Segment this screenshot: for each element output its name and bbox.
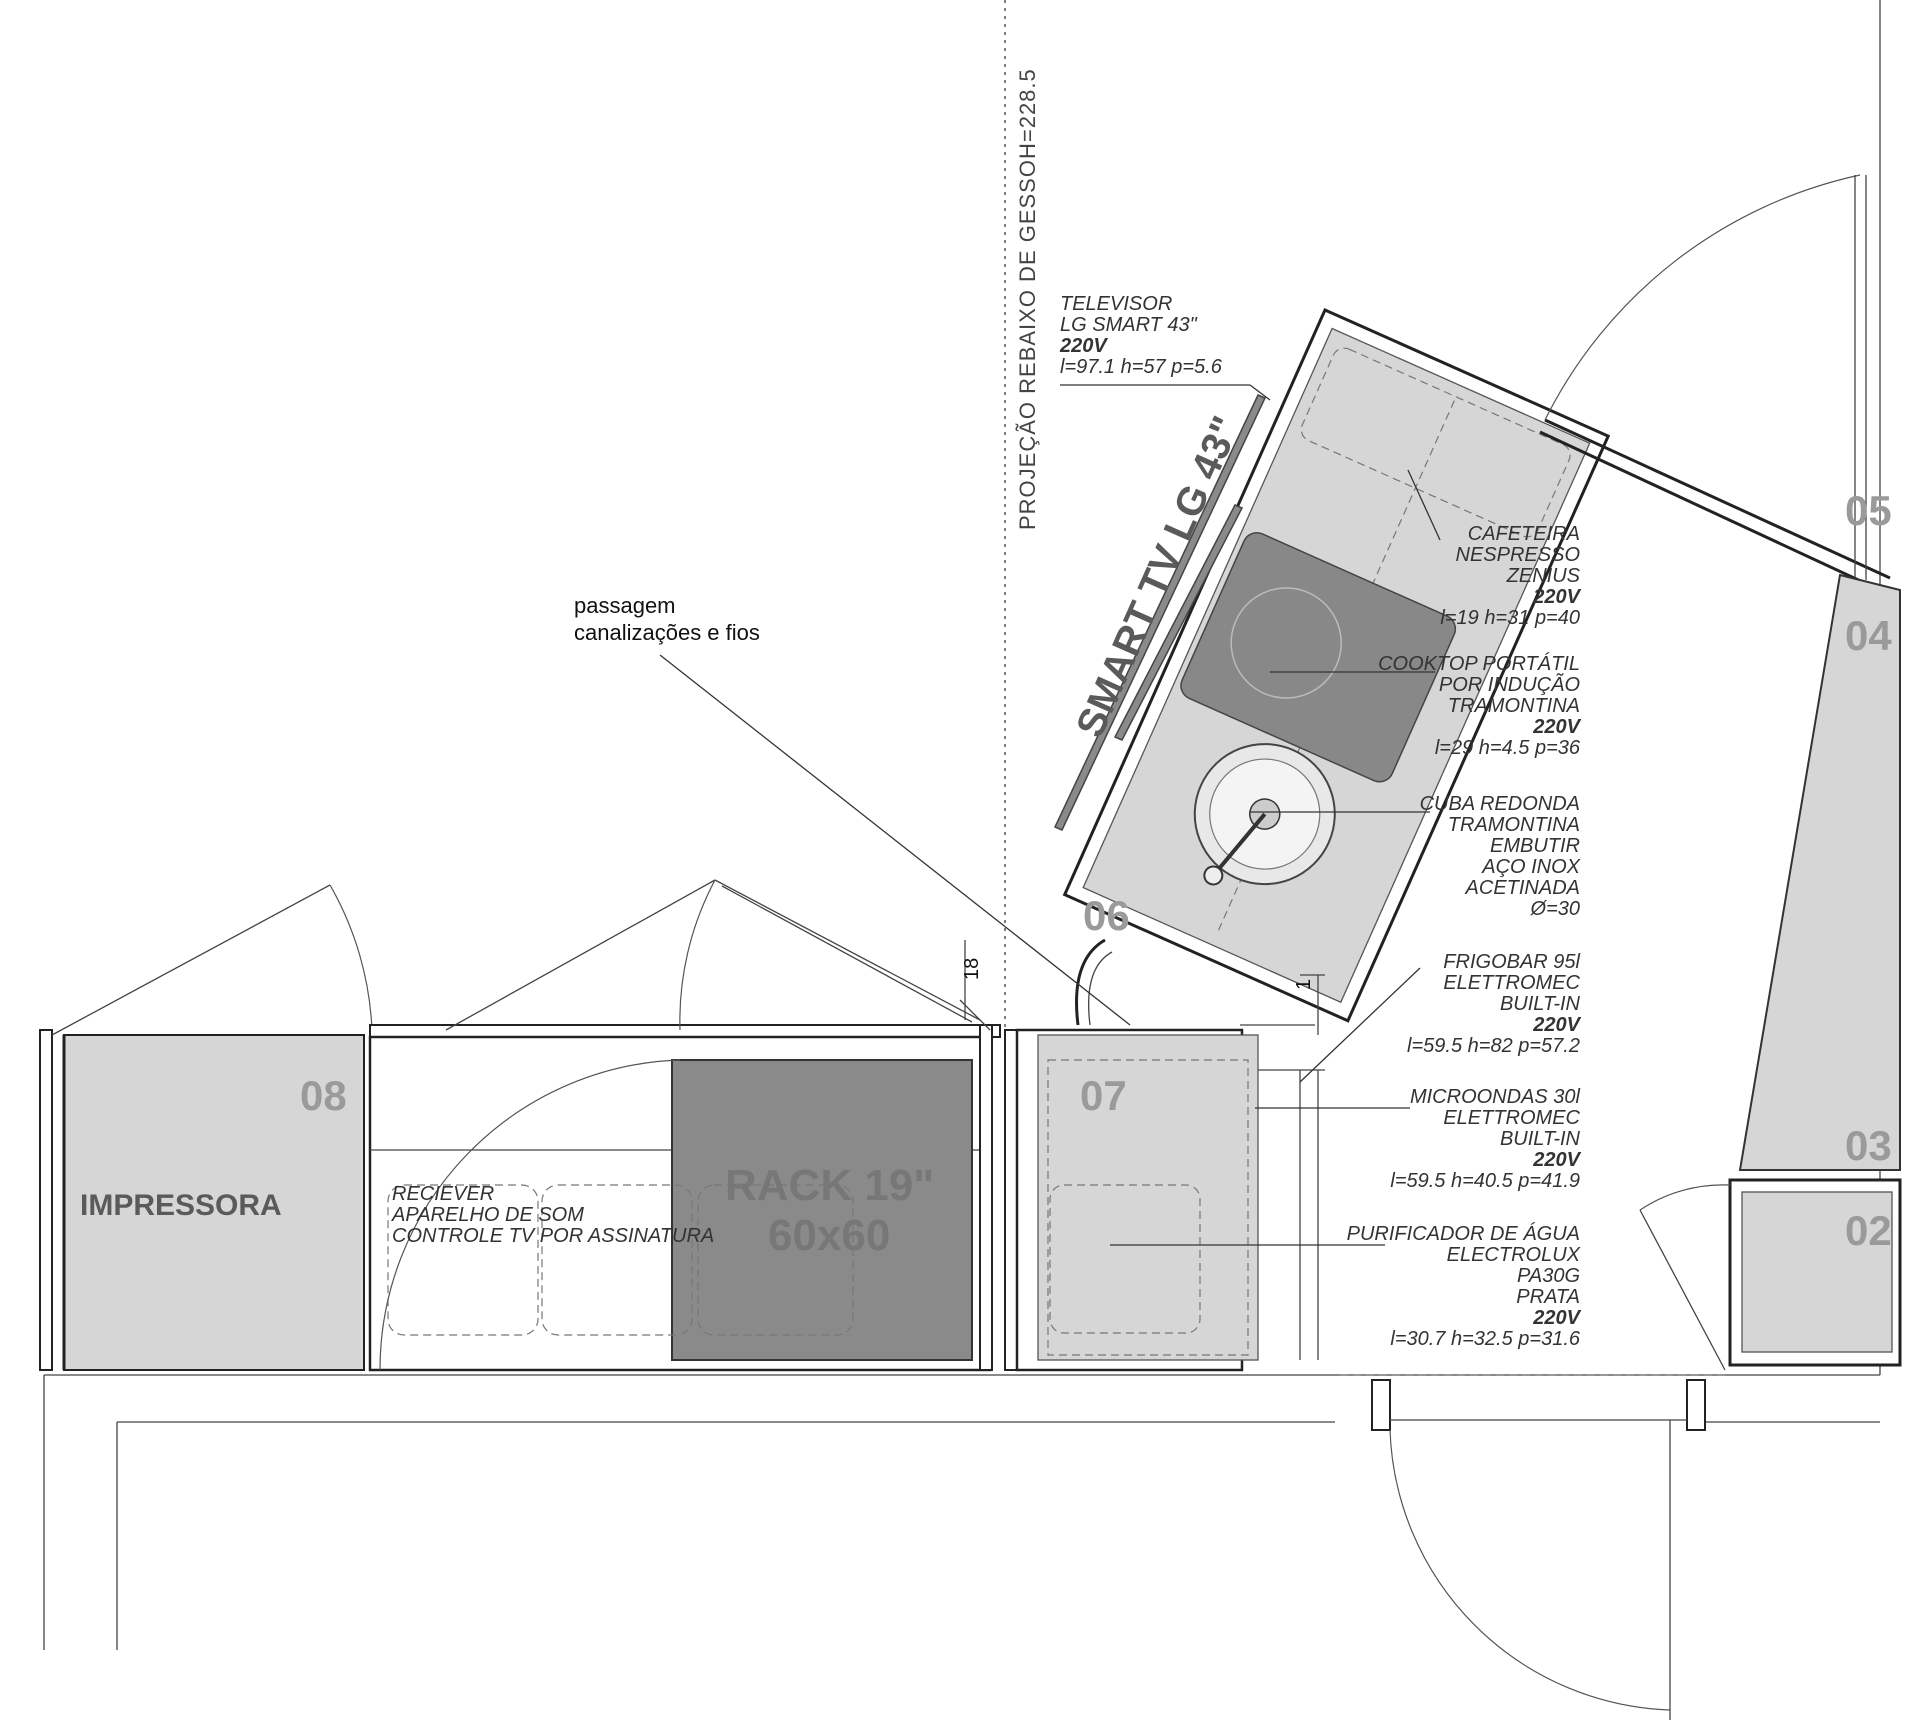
- purificador-line1: PURIFICADOR DE ÁGUA: [1347, 1222, 1580, 1245]
- cuba-line5: ACETINADA: [1465, 877, 1580, 899]
- right-cabinets: [1340, 174, 1902, 1720]
- microondas-line3: BUILT-IN: [1500, 1128, 1581, 1150]
- microondas-line2: ELETTROMEC: [1443, 1107, 1580, 1129]
- impressora-label: IMPRESSORA: [80, 1189, 282, 1222]
- purificador-line3: PA30G: [1517, 1265, 1580, 1287]
- module-08-impressora: [39, 884, 373, 1371]
- module-07-number: 07: [1080, 1072, 1127, 1119]
- cafeteira-volt: 220V: [1532, 586, 1581, 608]
- cuba-line6: Ø=30: [1530, 898, 1580, 920]
- televisor-volt: 220V: [1059, 335, 1108, 357]
- cafeteira-line3: ZENIUS: [1506, 565, 1581, 587]
- cafeteira-line1: CAFETEIRA: [1468, 523, 1580, 545]
- module-08-number: 08: [300, 1072, 347, 1119]
- microondas-dims: l=59.5 h=40.5 p=41.9: [1390, 1170, 1580, 1192]
- purificador-dims: l=30.7 h=32.5 p=31.6: [1390, 1328, 1580, 1350]
- purificador-line2: ELECTROLUX: [1447, 1244, 1581, 1266]
- cooktop-line2: POR INDUÇÃO: [1439, 672, 1580, 696]
- pass-note-line1: passagem: [574, 593, 676, 618]
- module-rack: [368, 879, 1001, 1372]
- receiver-line3: CONTROLE TV POR ASSINATURA: [392, 1225, 714, 1247]
- televisor-line1: TELEVISOR: [1060, 293, 1172, 315]
- module-07: [1004, 1028, 1325, 1372]
- receiver-line1: RECIEVER: [392, 1183, 494, 1205]
- cuba-line3: EMBUTIR: [1490, 835, 1580, 857]
- frigobar-line3: BUILT-IN: [1500, 993, 1581, 1015]
- cafeteira-line2: NESPRESSO: [1456, 544, 1580, 566]
- receiver-line2: APARELHO DE SOM: [391, 1204, 584, 1226]
- pass-note-line2: canalizações e fios: [574, 620, 760, 645]
- cuba-line1: CUBA REDONDA: [1420, 793, 1580, 815]
- projection-label: PROJEÇÃO REBAIXO DE GESSOH=228.5: [1015, 68, 1040, 530]
- module-02-number: 02: [1845, 1207, 1892, 1254]
- cooktop-dims: l=29 h=4.5 p=36: [1435, 737, 1581, 759]
- cooktop-volt: 220V: [1532, 716, 1581, 738]
- cooktop-line3: TRAMONTINA: [1448, 695, 1580, 717]
- module-03-number: 03: [1845, 1122, 1892, 1169]
- rack-label-line1: RACK 19": [725, 1161, 934, 1210]
- televisor-line2: LG SMART 43": [1060, 314, 1198, 336]
- leaders: [659, 384, 1441, 1246]
- dimension-18: 18: [961, 958, 983, 980]
- tv-panel: [1053, 394, 1267, 831]
- purificador-volt: 220V: [1532, 1307, 1581, 1329]
- microondas-line1: MICROONDAS 30l: [1410, 1086, 1581, 1108]
- frigobar-line1: FRIGOBAR 95l: [1443, 951, 1580, 973]
- module-06-number: 06: [1083, 892, 1130, 939]
- frigobar-dims: l=59.5 h=82 p=57.2: [1407, 1035, 1580, 1057]
- module-04-number: 04: [1845, 612, 1892, 659]
- televisor-dims: l=97.1 h=57 p=5.6: [1060, 356, 1223, 378]
- cafeteira-dims: l=19 h=31 p=40: [1440, 607, 1580, 629]
- module-05-number: 05: [1845, 487, 1892, 534]
- module-06-counter: [1062, 308, 1611, 1023]
- dimension-1: 1: [1293, 979, 1315, 990]
- cuba-line2: TRAMONTINA: [1448, 814, 1580, 836]
- cuba-line4: AÇO INOX: [1481, 856, 1580, 878]
- microondas-volt: 220V: [1532, 1149, 1581, 1171]
- cooktop-line1: COOKTOP PORTÁTIL: [1378, 652, 1580, 675]
- room-walls: [43, 0, 1881, 1650]
- purificador-line4: PRATA: [1516, 1286, 1580, 1308]
- frigobar-line2: ELETTROMEC: [1443, 972, 1580, 994]
- rack-label-line2: 60x60: [768, 1211, 890, 1260]
- frigobar-volt: 220V: [1532, 1014, 1581, 1036]
